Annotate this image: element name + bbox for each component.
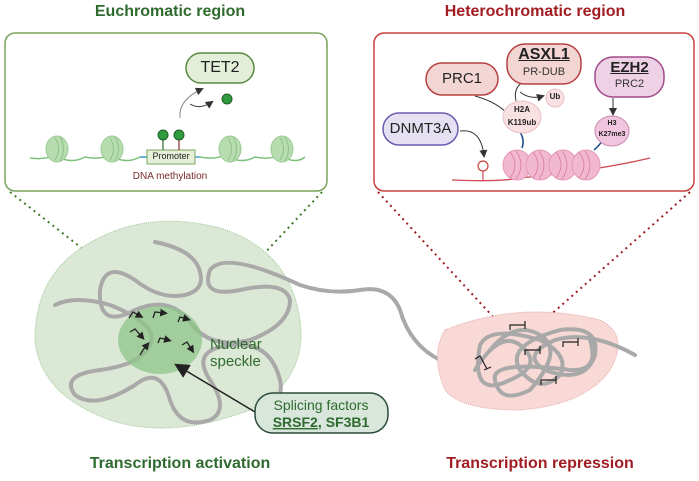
dnmt3a-label: DNMT3A bbox=[389, 120, 452, 137]
dna-methylation-label: DNA methylation bbox=[132, 171, 208, 182]
splicing-factors-label: Splicing factors bbox=[274, 397, 369, 413]
zoom-guide-line bbox=[377, 191, 509, 334]
nucleosome bbox=[45, 135, 69, 163]
euchromatic-region-title: Euchromatic region bbox=[94, 3, 246, 20]
prc1-complex-box bbox=[425, 62, 499, 96]
gene-separator: , bbox=[318, 414, 322, 430]
k119ub-label: K119ub bbox=[507, 118, 537, 127]
repression-bar-icon bbox=[540, 376, 557, 385]
methylation-site-icon bbox=[477, 160, 489, 172]
tss-arrow-icon bbox=[177, 314, 191, 323]
srsf2-gene: SRSF2 bbox=[273, 414, 318, 430]
ubiquitin-icon bbox=[545, 88, 565, 108]
ub-label: Ub bbox=[549, 92, 561, 101]
methyl-group-icon bbox=[157, 129, 169, 141]
tss-arrow-icon bbox=[152, 308, 168, 319]
tss-arrow-icon bbox=[128, 310, 144, 319]
released-methyl-icon bbox=[221, 93, 233, 105]
nucleosome bbox=[270, 135, 294, 163]
methyl-group-icon bbox=[173, 129, 185, 141]
asxl1-complex-box bbox=[506, 43, 582, 85]
tss-arrow-icon bbox=[139, 341, 150, 356]
prc2-label: PRC2 bbox=[614, 78, 645, 90]
nucleosome bbox=[100, 135, 124, 163]
transcription-activation-label: Transcription activation bbox=[89, 455, 271, 472]
h2a-k119ub-mark bbox=[502, 100, 542, 134]
nucleosome bbox=[218, 135, 242, 163]
repression-bar-icon bbox=[474, 355, 492, 371]
transcription-repression-label: Transcription repression bbox=[446, 455, 634, 472]
promoter-label: Promoter bbox=[152, 151, 190, 161]
dnmt3a-arrow bbox=[459, 130, 488, 158]
h3-label: H3 bbox=[607, 120, 617, 127]
ezh2-complex-box bbox=[594, 56, 665, 98]
repression-bar-icon bbox=[562, 338, 579, 347]
repression-bar-icon bbox=[524, 346, 541, 355]
nuclear-speckle-label: speckle bbox=[210, 353, 261, 370]
condensed-chromatin bbox=[473, 327, 637, 398]
repression-bar-icon bbox=[509, 321, 526, 330]
heterochromatic-region-title: Heterochromatic region bbox=[444, 3, 626, 20]
asxl1-label: ASXL1 bbox=[518, 46, 570, 63]
ezh2-label: EZH2 bbox=[610, 59, 649, 76]
nuclear-speckle-label: Nuclear bbox=[210, 336, 262, 353]
demethylation-arrow bbox=[189, 100, 214, 109]
repression-marks bbox=[474, 321, 579, 385]
heterochromatic-panel bbox=[373, 32, 695, 192]
k27me3-label: K27me3 bbox=[598, 131, 626, 138]
h3-k27me3-mark bbox=[594, 115, 630, 147]
splicing-factors-box bbox=[254, 392, 389, 434]
euchromatic-panel-frame bbox=[4, 32, 328, 192]
sf3b1-gene: SF3B1 bbox=[326, 414, 370, 430]
tss-arrow-icon bbox=[181, 341, 195, 354]
promoter-box bbox=[146, 149, 196, 165]
tet2-recruit-arrow bbox=[179, 87, 204, 119]
nuclear-speckle bbox=[118, 306, 202, 374]
euchromatic-panel bbox=[4, 32, 328, 192]
pr-dub-label: PR-DUB bbox=[522, 66, 566, 78]
tss-arrow-icon bbox=[129, 328, 145, 340]
tet2-enzyme-box bbox=[185, 52, 255, 84]
h2a-label: H2A bbox=[513, 105, 530, 114]
deubiquitination-arrow bbox=[519, 91, 545, 102]
zoom-guide-line bbox=[529, 191, 691, 334]
dna-strand bbox=[451, 157, 651, 182]
splicing-factor-arrow bbox=[174, 363, 256, 413]
tet2-label: TET2 bbox=[200, 59, 240, 76]
nucleosome-array bbox=[502, 149, 601, 181]
splicing-genes: SRSF2,SF3B1 bbox=[273, 414, 370, 430]
tss-arrows bbox=[128, 308, 195, 356]
prc1-label: PRC1 bbox=[441, 70, 482, 87]
tss-arrow-icon bbox=[157, 335, 172, 344]
dnmt3a-enzyme-box bbox=[382, 112, 459, 146]
